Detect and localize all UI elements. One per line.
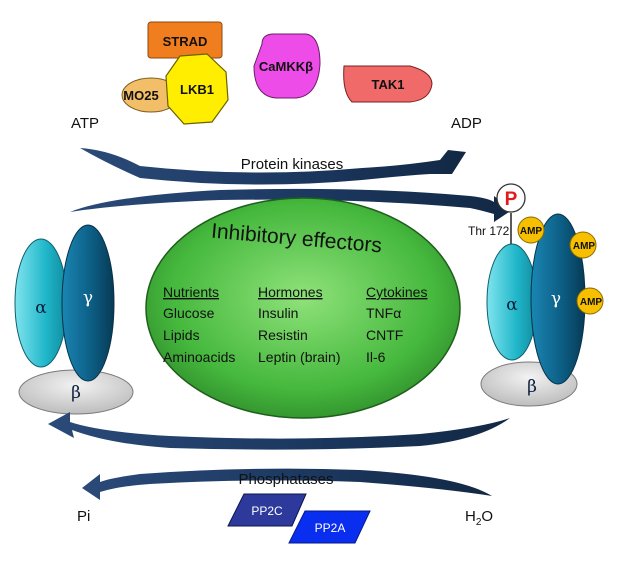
cytokine-item: TNFα: [366, 305, 401, 321]
cytokine-item: Il-6: [366, 349, 386, 365]
hormones-header: Hormones: [258, 284, 323, 300]
hormone-item: Insulin: [258, 305, 298, 321]
activation-arrow: [70, 188, 512, 222]
inactive-gamma-label: γ: [83, 288, 93, 308]
pp2a-label: PP2A: [315, 521, 346, 535]
hormone-item: Resistin: [258, 327, 308, 343]
lkb1-protein: LKB1: [165, 53, 229, 125]
thr172-label: Thr 172: [468, 224, 510, 238]
amp-molecule: [517, 216, 545, 244]
inhibitory-effectors: Inhibitory effectors Nutrients Glucose L…: [145, 197, 461, 419]
strad-label: STRAD: [163, 34, 208, 49]
amp-label: AMP: [520, 226, 543, 237]
nutrient-item: Lipids: [163, 327, 200, 343]
pp2c-protein: PP2C: [227, 493, 307, 527]
nutrients-header: Nutrients: [163, 284, 219, 300]
inactive-alpha-label: α: [35, 298, 47, 318]
nutrient-item: Aminoacids: [163, 349, 235, 365]
active-beta-label: β: [527, 377, 537, 397]
atp-label: ATP: [71, 115, 99, 132]
h2o-pi-arrow: [82, 468, 492, 500]
inactive-gamma-subunit: [61, 224, 115, 382]
inactive-ampk-complex: β α γ: [14, 224, 134, 415]
cytokine-item: CNTF: [366, 327, 403, 343]
phosphatases-label: Phosphatases: [238, 471, 333, 488]
amp-label: AMP: [573, 241, 596, 252]
strad-protein: STRAD: [147, 21, 223, 59]
pi-label: Pi: [77, 508, 90, 525]
active-alpha-label: α: [506, 295, 518, 315]
hormone-item: Leptin (brain): [258, 349, 341, 365]
tak1-protein: TAK1: [343, 65, 433, 103]
active-gamma-label: γ: [551, 289, 561, 309]
pp2a-protein: PP2A: [288, 510, 371, 544]
cytokines-header: Cytokines: [366, 284, 427, 300]
amp-label: AMP: [580, 297, 603, 308]
atp-adp-arrow: [80, 148, 466, 185]
phosphate-label: P: [505, 189, 518, 210]
pp2c-label: PP2C: [251, 504, 283, 518]
lkb1-label: LKB1: [180, 82, 214, 97]
inactive-beta-label: β: [71, 383, 81, 403]
amp-molecule: [569, 231, 597, 259]
phosphate-marker: [496, 183, 526, 213]
tak1-label: TAK1: [372, 77, 405, 92]
active-ampk-complex: β α γ P Thr 172 AMP AMP AMP: [468, 183, 604, 407]
adp-label: ADP: [451, 115, 482, 132]
camkk-protein: CaMKKβ: [253, 33, 321, 99]
deactivation-arrow: [48, 412, 510, 450]
h2o-label: H2O: [465, 508, 493, 528]
protein-kinases-label: Protein kinases: [241, 156, 344, 173]
mo25-label: MO25: [123, 88, 158, 103]
amp-molecule: [576, 287, 604, 315]
nutrient-item: Glucose: [163, 305, 215, 321]
camkk-label: CaMKKβ: [259, 59, 313, 74]
